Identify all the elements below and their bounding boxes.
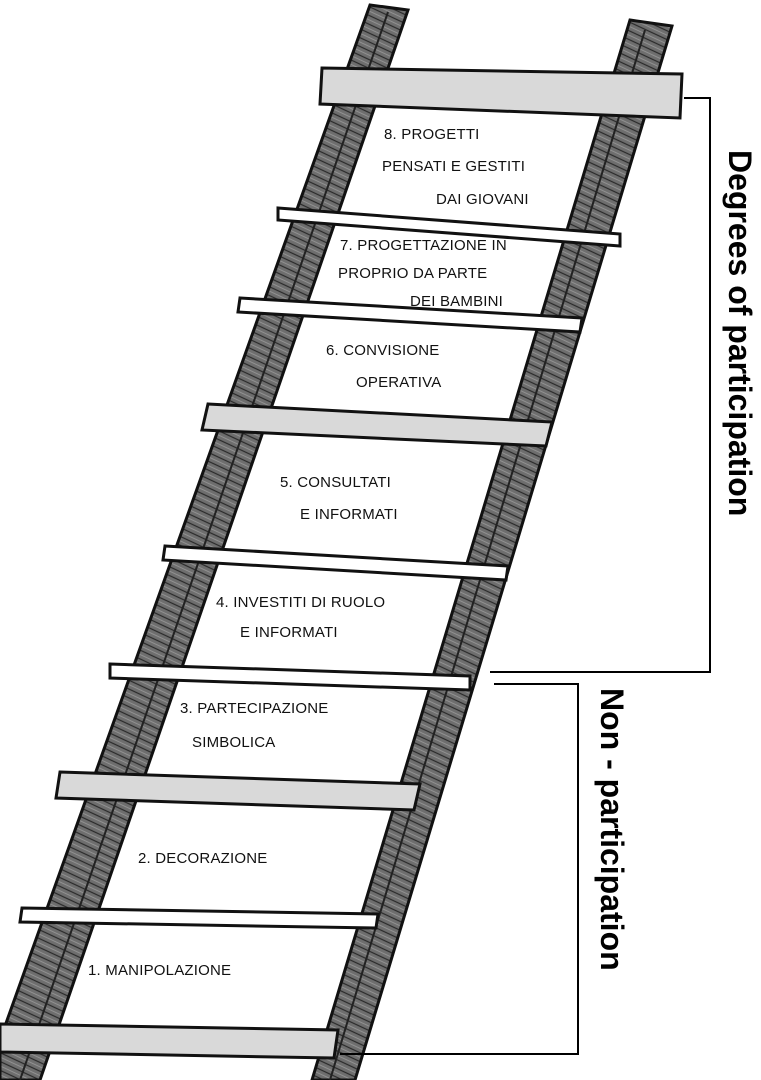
rung-rod-8 [276, 206, 622, 248]
rung-rod-2 [18, 906, 380, 930]
right-rail [310, 18, 674, 1080]
rungs [0, 66, 684, 1060]
bracket-lines [340, 97, 711, 1055]
left-rail [0, 3, 411, 1080]
rung-rod-5 [161, 544, 510, 582]
degrees-of-participation-label: Degrees of participation [722, 150, 758, 517]
rung-rod-4 [108, 662, 472, 692]
non-participation-bracket [340, 683, 579, 1055]
rung-rod-7 [236, 296, 584, 334]
rung-board-3 [54, 770, 422, 812]
non-participation-label: Non - participation [594, 688, 630, 971]
rung-board-6 [200, 402, 554, 448]
rung-board-top [318, 66, 684, 120]
degrees-bracket [490, 97, 711, 673]
rung-board-bottom [0, 1022, 340, 1060]
